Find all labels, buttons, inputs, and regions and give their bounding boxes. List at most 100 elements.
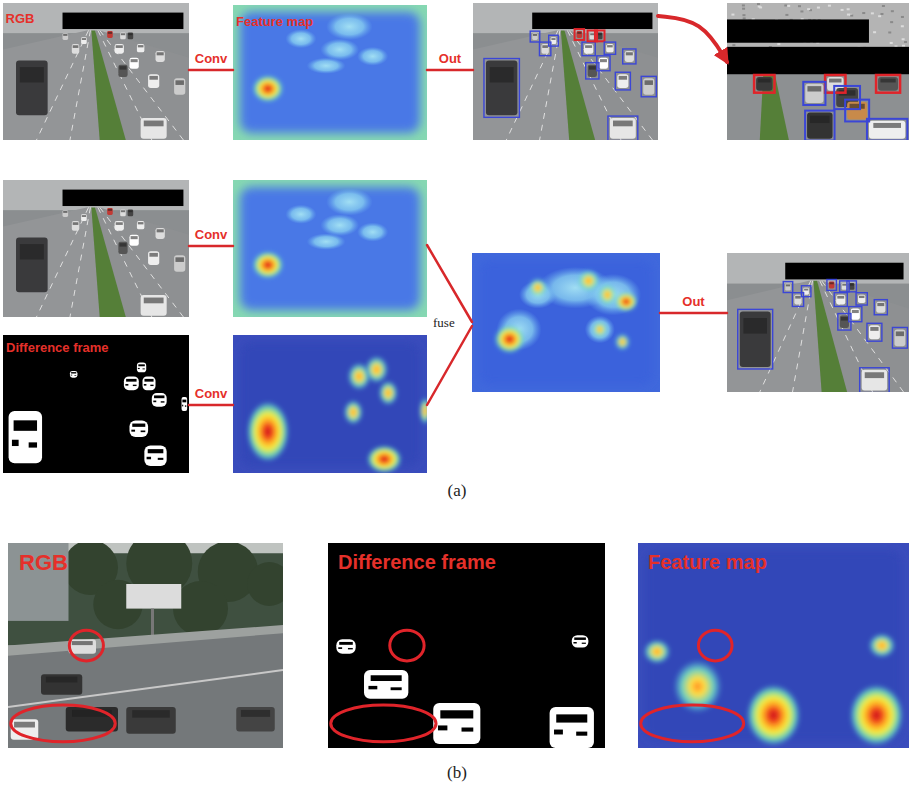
car-window — [128, 33, 132, 35]
car — [120, 32, 126, 39]
edge-label: Conv — [193, 52, 230, 66]
texture-speck — [890, 42, 893, 44]
car — [126, 707, 176, 734]
road — [3, 30, 100, 140]
image-panel — [233, 335, 427, 473]
car — [115, 44, 124, 54]
texture-speck — [742, 14, 745, 16]
activation-blob — [365, 356, 388, 384]
activation-blob — [615, 292, 638, 311]
motion-gap — [153, 401, 156, 403]
activation-blob — [643, 639, 670, 664]
activation-blob — [252, 251, 283, 278]
detection-box — [860, 368, 889, 392]
highlight-ellipse — [11, 705, 116, 742]
panel-label: RGB — [6, 12, 35, 26]
panel-picture — [472, 253, 660, 392]
car — [115, 221, 124, 231]
car — [72, 221, 79, 231]
median-strip — [561, 30, 595, 140]
car-window — [551, 38, 555, 40]
panel-picture — [233, 5, 427, 140]
texture-speck — [891, 10, 894, 12]
car-window — [542, 45, 548, 48]
car-window — [72, 641, 93, 645]
detection-box — [484, 59, 519, 118]
car — [486, 61, 517, 116]
car-window — [116, 222, 123, 225]
road — [3, 207, 100, 317]
texture-speck — [902, 38, 905, 40]
lane-line — [793, 281, 813, 392]
panel-picture — [328, 543, 605, 748]
car — [156, 228, 165, 239]
car-window — [131, 59, 138, 62]
texture-speck — [862, 12, 865, 14]
car — [41, 674, 82, 695]
image-panel — [727, 3, 909, 140]
road-scene — [727, 253, 909, 392]
car — [794, 295, 801, 305]
sign-board — [126, 584, 181, 609]
image-panel: Difference frame — [3, 335, 189, 473]
texture-speck — [841, 9, 844, 11]
car — [876, 302, 885, 313]
detection-box — [825, 75, 845, 93]
car-window — [119, 66, 126, 69]
car-window — [626, 52, 633, 55]
activation-blob — [598, 284, 617, 306]
car-window — [46, 677, 77, 683]
car-window — [63, 34, 67, 36]
car — [584, 44, 593, 54]
difference-frame — [328, 543, 605, 748]
image-panel: Feature map — [233, 5, 427, 140]
activation-blob — [379, 381, 398, 406]
detection-box — [856, 293, 867, 305]
car — [148, 251, 159, 265]
car — [836, 295, 845, 305]
edge-label: Out — [680, 295, 706, 309]
texture-speck — [847, 14, 850, 16]
texture-speck — [807, 8, 810, 10]
lane-line — [100, 207, 184, 317]
car-window — [837, 296, 844, 299]
texture-speck — [882, 5, 885, 7]
car — [785, 284, 790, 291]
motion-gap — [148, 449, 164, 453]
car-window — [132, 710, 170, 717]
motion-gap — [462, 728, 474, 732]
connector — [427, 326, 472, 405]
activation-blob — [868, 633, 895, 658]
car-window — [20, 244, 44, 259]
lane-line — [100, 30, 184, 140]
panel-picture — [727, 253, 909, 392]
texture-speck — [878, 15, 881, 17]
texture-speck — [742, 4, 745, 6]
motion-gap — [126, 379, 136, 382]
car — [894, 329, 905, 346]
motion-gap — [133, 385, 137, 386]
edge-label: Conv — [193, 387, 230, 401]
car — [532, 33, 538, 40]
texture-speck — [901, 25, 904, 27]
motion-gap — [14, 420, 37, 430]
car — [174, 78, 185, 94]
car-window — [157, 229, 164, 232]
motion-gap — [131, 430, 135, 432]
connector — [189, 69, 233, 72]
image-panel — [727, 253, 909, 392]
car-window — [73, 45, 79, 48]
motion-blob — [550, 707, 594, 748]
car — [128, 209, 134, 216]
texture-speck — [731, 14, 734, 16]
detection-box — [595, 30, 605, 41]
car — [643, 78, 654, 94]
lane-line — [540, 30, 560, 140]
panel-picture — [233, 335, 427, 473]
motion-gap — [440, 710, 473, 718]
panel-picture — [3, 335, 189, 473]
car — [588, 65, 597, 77]
